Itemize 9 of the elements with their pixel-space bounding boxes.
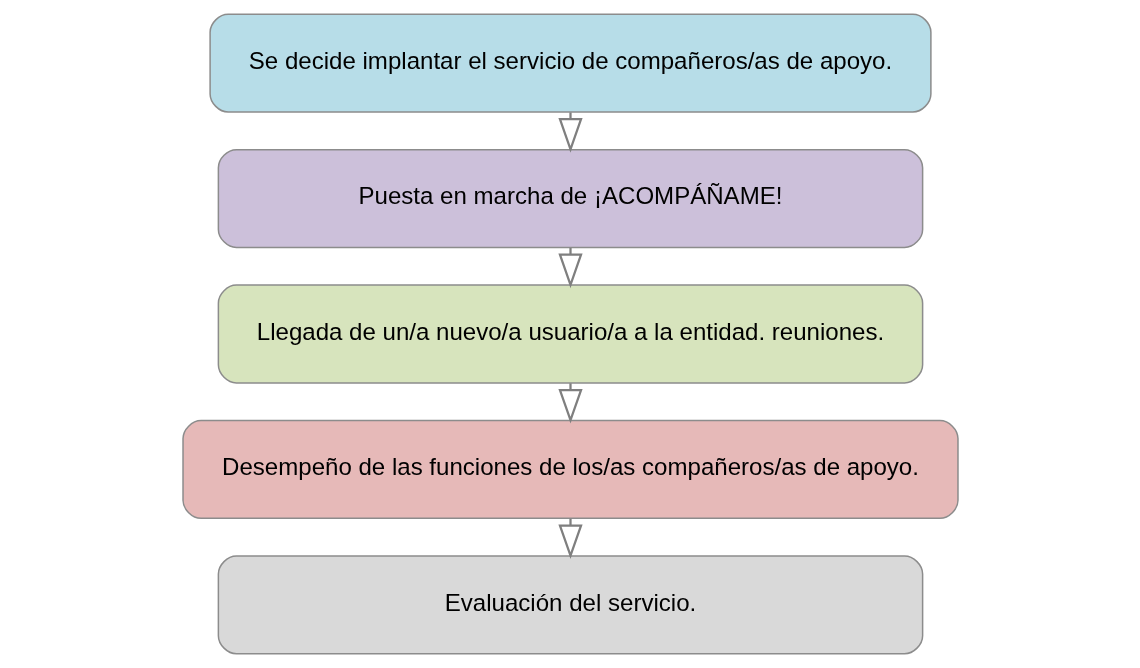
- node-box: Desempeño de las funciones de los/as compañeros/as de apoyo.: [181, 419, 959, 520]
- arrow: [557, 383, 583, 424]
- node-box: Puesta en marcha de ¡ACOMPÁÑAME!: [217, 148, 923, 249]
- arrow: [557, 518, 583, 560]
- node-box: Evaluación del servicio.: [217, 555, 923, 655]
- arrow: [557, 112, 583, 153]
- arrow: [557, 247, 583, 289]
- node-box: Llegada de un/a nuevo/a usuario/a a la entidad. reuniones.: [217, 284, 923, 384]
- node-box: Se decide implantar el servicio de compañeros/as de apoyo.: [208, 13, 932, 113]
